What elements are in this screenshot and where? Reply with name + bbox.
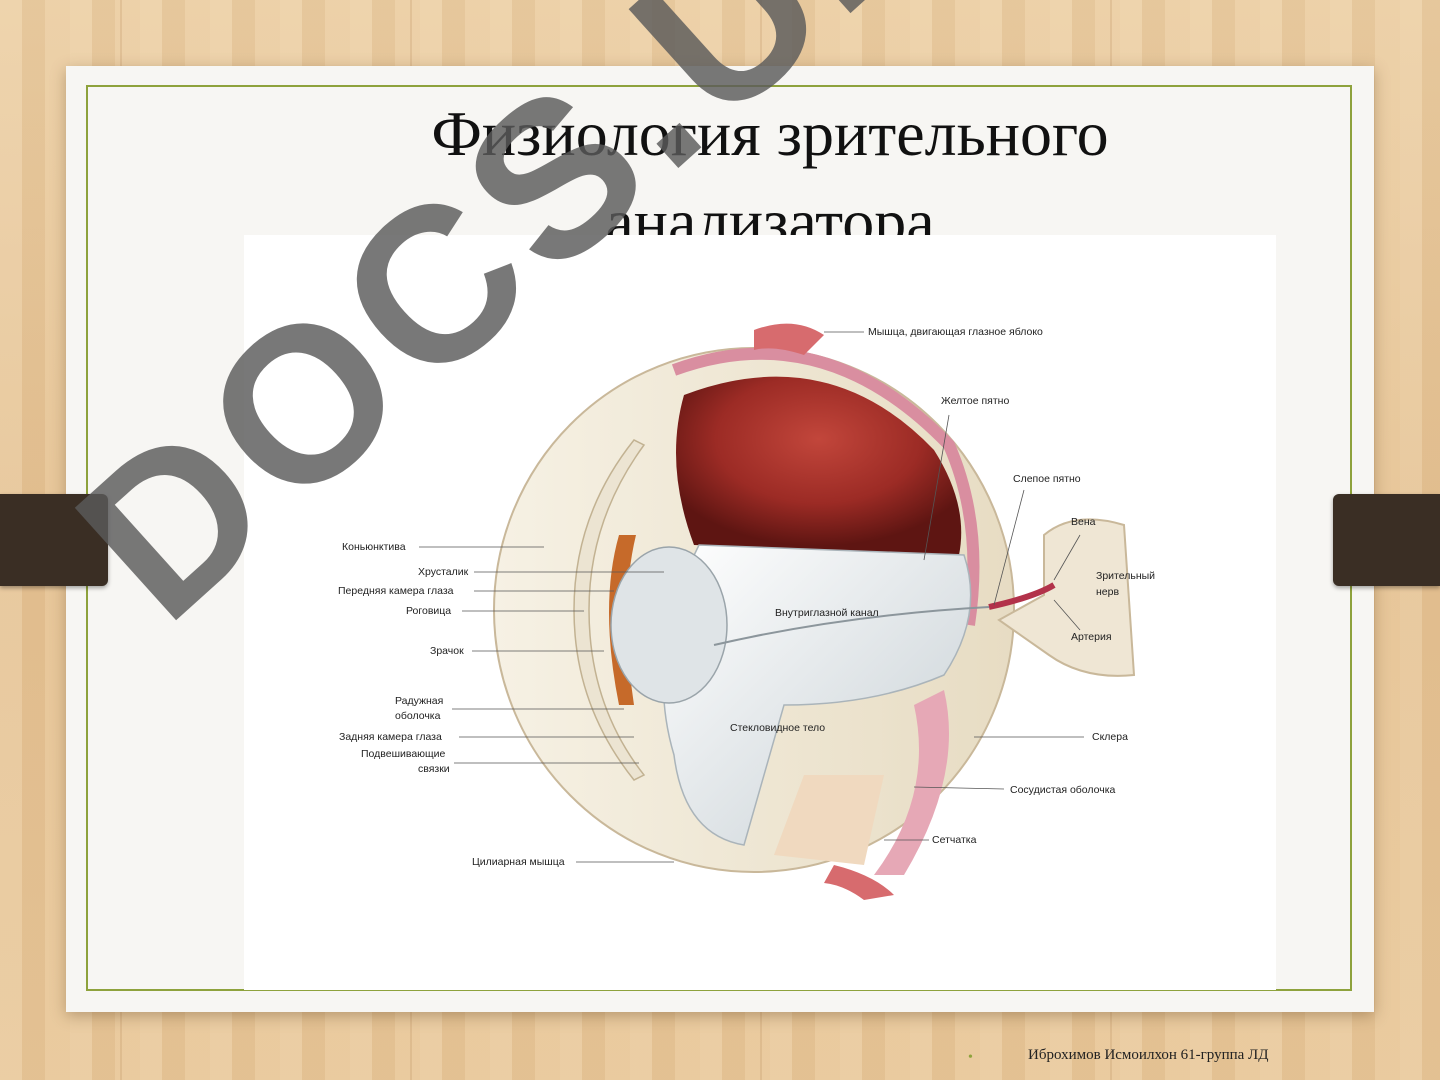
- eye-illustration: [419, 323, 1136, 900]
- label-pupil: Зрачок: [430, 645, 464, 657]
- label-conjunctiva: Коньюнктива: [342, 541, 406, 553]
- label-iris-1: Радужная: [395, 695, 444, 707]
- label-sclera: Склера: [1092, 731, 1128, 743]
- label-vitreous: Стекловидное тело: [730, 722, 826, 734]
- label-choroid: Сосудистая оболочка: [1010, 784, 1116, 796]
- label-intraocular-canal: Внутриглазной канал: [775, 607, 879, 619]
- label-lens: Хрусталик: [418, 566, 469, 578]
- label-ligaments-2: связки: [418, 763, 450, 775]
- label-muscle: Мышца, двигающая глазное яблоко: [868, 326, 1043, 338]
- label-retina: Сетчатка: [932, 834, 977, 846]
- slide-title: Физиология зрительного анализатора: [280, 90, 1260, 236]
- footer-author: Иброхимов Исмоилхон 61-группа ЛД: [1028, 1047, 1269, 1063]
- binder-clip-right: [1333, 494, 1440, 586]
- label-posterior-chamber: Задняя камера глаза: [339, 731, 442, 743]
- label-macula: Желтое пятно: [941, 395, 1010, 407]
- binder-clip-left: [0, 494, 108, 586]
- label-iris-2: оболочка: [395, 710, 441, 722]
- label-blind-spot: Слепое пятно: [1013, 473, 1081, 485]
- label-ciliary: Цилиарная мышца: [472, 856, 565, 868]
- label-optic-nerve-1: Зрительный: [1096, 570, 1156, 582]
- label-anterior-chamber: Передняя камера глаза: [338, 585, 454, 597]
- label-artery: Артерия: [1071, 631, 1112, 643]
- label-vein: Вена: [1071, 516, 1096, 528]
- eye-diagram: Мышца, двигающая глазное яблоко Желтое п…: [244, 235, 1276, 990]
- label-ligaments-1: Подвешивающие: [361, 748, 446, 760]
- title-line-2: анализатора: [605, 186, 935, 236]
- label-cornea: Роговица: [406, 605, 452, 617]
- title-line-1: Физиология зрительного: [431, 98, 1109, 169]
- footer-bullet: •: [968, 1050, 973, 1065]
- label-optic-nerve-2: нерв: [1096, 586, 1120, 598]
